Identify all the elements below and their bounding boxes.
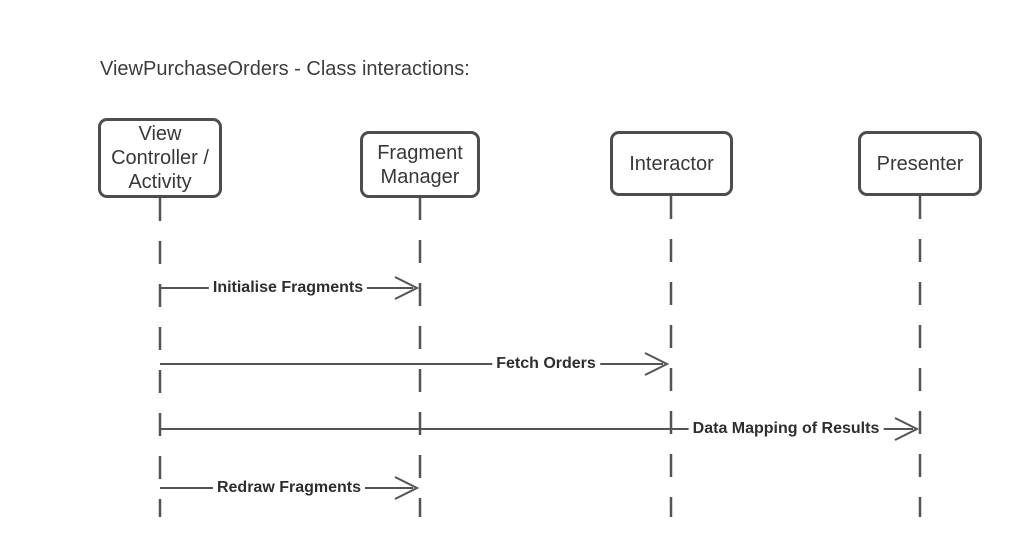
arrowhead-redraw-fragments: [394, 476, 420, 500]
arrowhead-data-mapping-of-results: [894, 417, 920, 441]
actor-box-presenter: Presenter: [858, 131, 982, 196]
arrowhead-initialise-fragments: [394, 276, 420, 300]
actor-box-view-controller-activity: View Controller / Activity: [98, 118, 222, 198]
arrowhead-fetch-orders: [644, 352, 670, 376]
message-label-redraw-fragments: Redraw Fragments: [212, 479, 366, 497]
actor-label-interactor: Interactor: [629, 152, 714, 175]
diagram-title: ViewPurchaseOrders - Class interactions:: [100, 58, 470, 80]
actor-box-fragment-manager: Fragment Manager: [360, 131, 480, 198]
message-label-fetch-orders: Fetch Orders: [492, 355, 600, 373]
actor-label-presenter: Presenter: [876, 152, 964, 175]
actor-box-interactor: Interactor: [610, 131, 733, 196]
message-label-data-mapping-of-results: Data Mapping of Results: [688, 420, 884, 438]
actor-label-view-controller-activity: View Controller / Activity: [111, 123, 209, 193]
message-label-initialise-fragments: Initialise Fragments: [208, 279, 368, 297]
actor-label-fragment-manager: Fragment Manager: [377, 141, 463, 188]
